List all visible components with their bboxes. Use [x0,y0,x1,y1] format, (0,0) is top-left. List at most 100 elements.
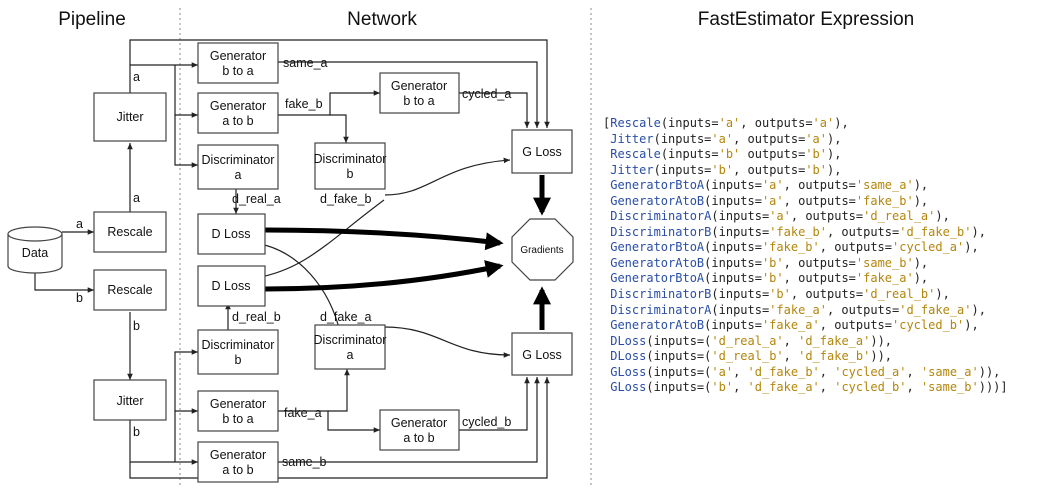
code-punct: (inputs=( [646,333,712,348]
code-function-name: DiscriminatorB [610,287,712,302]
wire-label-d-fake-a: d_fake_a [320,310,371,324]
code-string: 'fake_a' [769,302,827,317]
code-string: 'b' [761,271,784,286]
svg-text:b to a: b to a [403,94,434,108]
code-line: GeneratorBtoA(inputs='a', outputs='same_… [603,178,1008,194]
g-loss-upper-box: G Loss [511,129,573,174]
code-string: 'same_b' [920,380,979,395]
svg-text:Generator: Generator [210,397,266,411]
svg-text:Generator: Generator [210,448,266,462]
code-string: 'b' [769,287,791,302]
code-punct: (inputs= [711,302,770,317]
svg-text:a: a [235,168,242,182]
code-line: DiscriminatorA(inputs='fake_a', outputs=… [603,303,1008,319]
code-punct: , outputs= [733,131,806,146]
wire-label-a-rescale: a [133,191,140,205]
generator-a-to-b-bottom-box: Generator a to b [197,441,279,483]
wire-label-d-fake-b: d_fake_b [320,192,371,206]
code-line: GeneratorAtoB(inputs='a', outputs='fake_… [603,194,1008,210]
code-punct: (inputs= [704,255,762,270]
code-punct: )), [978,364,1001,379]
wire-label-cycled-a: cycled_a [462,87,511,101]
code-function-name: DLoss [610,333,647,348]
code-punct: ), [971,302,986,317]
code-string: 'b' [718,147,741,162]
svg-text:Rescale: Rescale [107,225,152,239]
code-string: 'same_a' [855,178,914,193]
code-string: 'a' [805,131,828,146]
code-function-name: GLoss [610,364,647,379]
code-punct: , outputs= [826,302,900,317]
code-string: 'cycled_a' [834,364,907,379]
code-punct: (inputs=( [646,349,712,364]
jitter-b-box: Jitter [93,379,167,421]
svg-text:a: a [347,348,354,362]
code-line: DiscriminatorB(inputs='b', outputs='d_re… [603,287,1008,303]
code-string: 'b' [761,255,784,270]
code-punct: (inputs= [653,162,712,177]
code-punct: (inputs= [711,209,770,224]
code-punct: , outputs= [790,287,864,302]
wire-label-cycled-b: cycled_b [462,415,511,429]
code-string: 'b' [805,162,828,177]
code-string: 'a' [761,193,784,208]
code-punct: , outputs= [740,116,813,130]
code-punct: )), [870,333,893,348]
expression-header: FastEstimator Expression [698,9,914,30]
svg-text:D Loss: D Loss [212,227,251,241]
code-string: 'd_fake_a' [798,333,871,348]
code-line: GLoss(inputs=('a', 'd_fake_b', 'cycled_a… [603,365,1008,381]
wire-label-fake-a: fake_a [284,406,322,420]
svg-text:Rescale: Rescale [107,283,152,297]
rescale-a-box: Rescale [93,211,167,253]
code-function-name: GeneratorBtoA [610,178,705,193]
code-line: GeneratorAtoB(inputs='fake_a', outputs='… [603,318,1008,334]
svg-text:a to b: a to b [222,114,253,128]
code-punct: ), [834,116,849,130]
code-string: 'd_real_a' [863,209,936,224]
code-string: 'same_a' [920,364,979,379]
code-punct: (inputs= [653,131,712,146]
code-punct: , [906,380,921,395]
code-string: 'd_real_b' [711,349,784,364]
code-string: 'cycled_a' [892,240,965,255]
code-punct: , [783,333,799,348]
svg-text:a to b: a to b [222,463,253,477]
code-line: Jitter(inputs='a', outputs='a'), [603,132,1008,148]
code-line: GeneratorAtoB(inputs='b', outputs='same_… [603,256,1008,272]
code-function-name: DiscriminatorA [610,209,712,224]
wire-label-fake-b: fake_b [285,97,323,111]
code-punct: , [906,364,921,379]
svg-text:Discriminator: Discriminator [314,152,387,166]
code-punct: )), [870,349,893,364]
code-punct: , outputs= [783,193,856,208]
generator-b-to-a-lower-box: Generator b to a [197,390,279,432]
code-string: 'fake_a' [761,318,820,333]
code-string: 'd_real_b' [863,287,936,302]
data-label: Data [22,246,48,260]
code-punct: [ [603,116,611,130]
code-line: [Rescale(inputs='a', outputs='a'), [603,116,1008,132]
code-string: 'a' [718,116,741,130]
code-punct: , outputs= [783,271,856,286]
code-function-name: Jitter [610,162,654,177]
code-punct: )))] [978,380,1008,395]
code-punct: (inputs= [711,224,770,239]
code-function-name: DiscriminatorB [610,224,712,239]
discriminator-b-lower-box: Discriminator b [197,329,279,375]
data-store-icon: Data [7,226,63,274]
code-string: 'cycled_b' [892,318,965,333]
code-line: Jitter(inputs='b', outputs='b'), [603,163,1008,179]
generator-a-to-b-top-box: Generator a to b [197,92,279,134]
code-punct: ), [913,255,929,270]
code-punct: , [819,364,835,379]
svg-text:b to a: b to a [222,412,253,426]
code-function-name: GeneratorAtoB [610,255,705,270]
code-string: 'same_b' [855,255,914,270]
fastestimator-code-block: [Rescale(inputs='a', outputs='a'), Jitte… [603,116,1008,396]
code-string: 'a' [769,209,791,224]
code-line: DLoss(inputs=('d_real_a', 'd_fake_a')), [603,334,1008,350]
svg-text:D Loss: D Loss [212,279,251,293]
code-punct: , outputs= [819,240,892,255]
wire-label-same-b: same_b [282,455,327,469]
